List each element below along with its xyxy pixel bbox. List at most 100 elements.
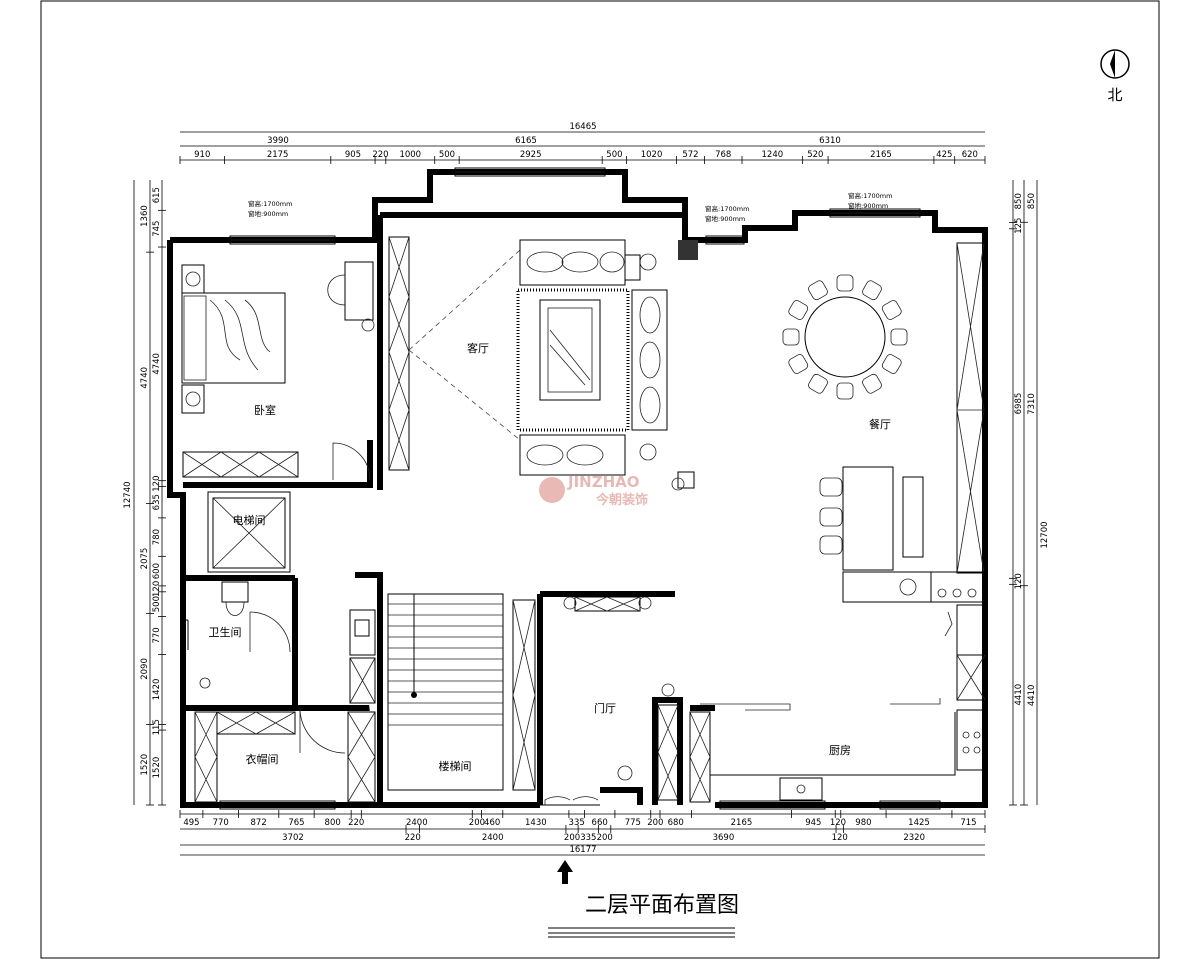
- dining-chair: [890, 328, 908, 346]
- dim-top-detail-14: 2165: [870, 150, 892, 160]
- dim-left-mid-5: 1520: [140, 754, 150, 776]
- dim-bottom-mid-3: 2400: [482, 833, 504, 843]
- dining-table: [804, 296, 886, 378]
- dining-chair: [836, 274, 854, 292]
- note-window-2a: 窗高:1700mm: [705, 204, 749, 213]
- dim-right-mid-3: 4410: [1027, 685, 1037, 707]
- dim-top-mid-2: 6165: [515, 136, 537, 146]
- dim-right-detail-4: 120: [1014, 573, 1024, 589]
- dim-bottom-detail-11: 335: [569, 818, 585, 828]
- dining-area: 餐厅 窗高:1700mm 窗地:900mm 窗高:1700mm 窗地:900mm: [705, 191, 986, 603]
- dim-top-detail-9: 1020: [641, 150, 663, 160]
- dim-left-detail-6: 780: [152, 529, 162, 545]
- dim-left-detail-4: 120: [152, 476, 162, 492]
- dim-right-detail-3: 6985: [1014, 393, 1024, 415]
- dim-bottom-detail-6: 220: [348, 818, 364, 828]
- dim-left-detail-9: 500: [152, 596, 162, 612]
- dim-right-outer: 12700: [1040, 521, 1050, 548]
- dim-left-mid-3: 2075: [140, 548, 150, 570]
- dim-top-detail-16: 620: [962, 150, 978, 160]
- dim-bottom-detail-9: 460: [484, 818, 500, 828]
- rug: [516, 288, 630, 432]
- dim-right-detail-2: 125: [1014, 218, 1024, 234]
- room-dining: 餐厅: [869, 417, 891, 431]
- dim-bottom-detail-15: 680: [668, 818, 684, 828]
- dim-bottom-detail-20: 1425: [908, 818, 930, 828]
- dim-right-mid-2: 7310: [1027, 393, 1037, 415]
- island: [842, 466, 894, 571]
- dim-left-detail-8: 120: [152, 581, 162, 597]
- dining-chair: [862, 373, 882, 394]
- room-bathroom: 卫生间: [209, 625, 242, 639]
- dim-bottom-detail-4: 765: [288, 818, 304, 828]
- dim-bottom-detail-19: 980: [855, 818, 871, 828]
- dim-top-detail-5: 1000: [399, 150, 421, 160]
- north-arrow: 北: [1100, 49, 1130, 104]
- dim-bottom-detail-18: 120: [830, 818, 846, 828]
- dining-chair: [808, 373, 828, 394]
- closet-area: 衣帽间: [194, 609, 376, 803]
- dim-top-detail-1: 910: [194, 150, 210, 160]
- room-closet: 衣帽间: [246, 752, 279, 766]
- dim-top-detail-8: 500: [606, 150, 622, 160]
- dim-top-detail-13: 520: [807, 150, 823, 160]
- dim-bottom-detail-16: 2165: [731, 818, 753, 828]
- dim-left-detail-11: 1420: [152, 679, 162, 701]
- room-living: 客厅: [467, 341, 489, 355]
- sofa-bottom: [519, 434, 626, 476]
- dim-bottom-detail-5: 800: [325, 818, 341, 828]
- dim-left-detail-13: 1520: [152, 757, 162, 779]
- dim-top-total: 16465: [569, 122, 596, 132]
- watermark-brand-latin: JINZHAO: [567, 473, 640, 491]
- dim-top-mid-3: 6310: [819, 136, 841, 146]
- bedroom-wardrobe: [182, 451, 299, 478]
- dim-bottom-detail-10: 1430: [525, 818, 547, 828]
- dim-bottom-mid-9: 2320: [903, 833, 925, 843]
- dim-bottom-mid-1: 3702: [282, 833, 304, 843]
- column-1: [678, 240, 698, 260]
- room-elevator: 电梯间: [233, 514, 266, 527]
- dining-chair: [788, 300, 809, 320]
- stair-area: 楼梯间: [387, 593, 504, 791]
- bed: [181, 292, 286, 384]
- dim-bottom-detail-7: 2400: [406, 818, 428, 828]
- dim-bottom-mid-5: 335: [580, 833, 596, 843]
- dim-left-outer: 12740: [123, 481, 133, 508]
- dim-right-mid-1: 850: [1027, 193, 1037, 209]
- dim-bottom-total: 16177: [569, 845, 596, 855]
- dim-top-detail-2: 2175: [267, 150, 289, 160]
- coffee-table: [539, 299, 601, 401]
- dim-bottom-mid-6: 200: [597, 833, 613, 843]
- dim-bottom-detail-2: 770: [213, 818, 229, 828]
- room-bedroom: 卧室: [254, 403, 276, 417]
- note-window-3b: 窗地:900mm: [848, 201, 888, 210]
- dim-left-mid-1: 1360: [140, 205, 150, 227]
- kitchen-area: 厨房: [689, 604, 986, 803]
- dim-top-detail-3: 905: [345, 150, 361, 160]
- note-window-2b: 窗地:900mm: [705, 214, 745, 223]
- north-label: 北: [1107, 86, 1122, 104]
- windows: [219, 167, 941, 810]
- dim-top-detail-4: 220: [372, 150, 388, 160]
- watermark-brand-cn: 今朝装饰: [595, 492, 648, 508]
- foyer-area: 门厅: [512, 596, 679, 806]
- bedroom-area: 卧室 窗高:1700mm 窗地:900mm: [181, 199, 375, 481]
- dim-top-detail-10: 572: [682, 150, 698, 160]
- note-window-1a: 窗高:1700mm: [248, 199, 292, 208]
- dim-bottom-detail-13: 775: [625, 818, 641, 828]
- dim-top-detail-7: 2925: [520, 150, 542, 160]
- dim-top-mid-1: 3990: [267, 136, 289, 146]
- dim-bottom-mid-2: 220: [405, 833, 421, 843]
- dining-chair: [836, 382, 854, 400]
- dim-top-detail-11: 768: [715, 150, 731, 160]
- dim-left-detail-10: 770: [152, 627, 162, 643]
- dim-bottom-detail-21: 715: [960, 818, 976, 828]
- dim-left-detail-3: 4740: [152, 353, 162, 375]
- dim-bottom-mid-7: 3690: [713, 833, 735, 843]
- dim-bottom-detail-17: 945: [805, 818, 821, 828]
- dining-chair: [862, 280, 882, 301]
- sofa-right: [631, 289, 668, 431]
- note-window-3a: 窗高:1700mm: [848, 191, 892, 200]
- dim-bottom-mid-8: 120: [832, 833, 848, 843]
